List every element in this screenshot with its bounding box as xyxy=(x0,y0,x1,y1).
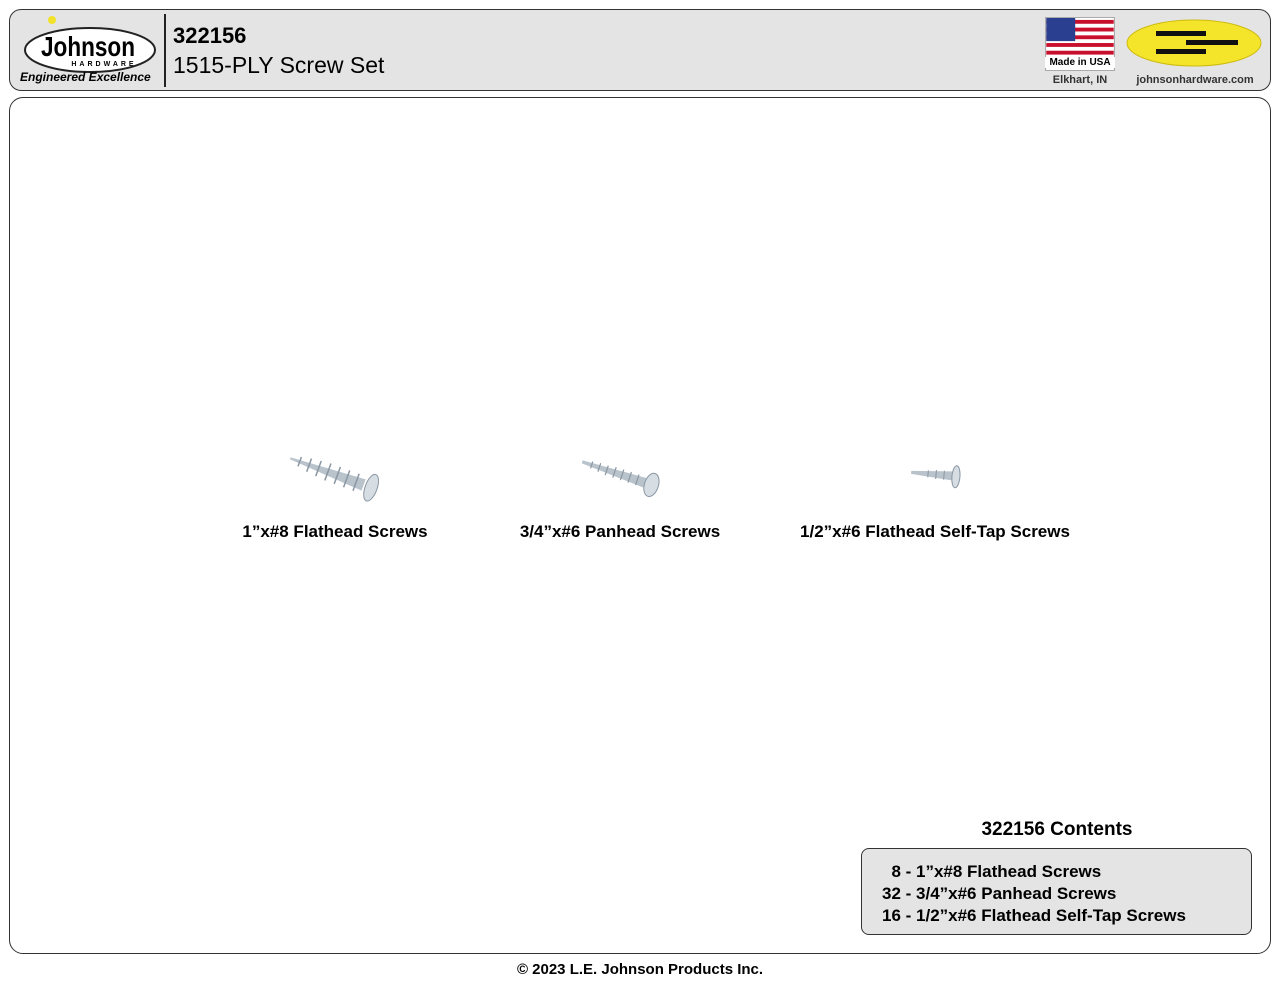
location: Elkhart, IN xyxy=(1052,74,1108,86)
self-tap-screw-image xyxy=(911,465,961,489)
contents-item: 8 - 1”x#8 Flathead Screws xyxy=(882,862,1102,881)
divider xyxy=(164,14,166,87)
product-label: 3/4”x#6 Panhead Screws xyxy=(519,522,721,541)
copyright: © 2023 L.E. Johnson Products Inc. xyxy=(516,961,764,978)
johnson-emblem-logo[interactable] xyxy=(1126,19,1262,67)
johnson-logo: Johnson HARDWARE xyxy=(24,16,156,73)
flathead-screw-image xyxy=(289,456,380,502)
contents-box: 8 - 1”x#8 Flathead Screws 32 - 3/4”x#6 P… xyxy=(861,848,1252,935)
contents-item: 32 - 3/4”x#6 Panhead Screws xyxy=(882,884,1117,903)
header: Johnson HARDWARE Engineered Excellence 3… xyxy=(9,9,1271,91)
product-label: 1/2”x#6 Flathead Self-Tap Screws xyxy=(800,522,1070,541)
part-number: 322156 xyxy=(173,23,247,48)
contents-item: 16 - 1/2”x#6 Flathead Self-Tap Screws xyxy=(882,906,1186,925)
product-title: 1515-PLY Screw Set xyxy=(173,52,385,78)
contents-title: 322156 Contents xyxy=(981,819,1133,840)
svg-text:HARDWARE: HARDWARE xyxy=(71,61,136,68)
svg-text:Johnson: Johnson xyxy=(41,31,135,62)
product-label: 1”x#8 Flathead Screws xyxy=(242,522,428,541)
product-panel xyxy=(9,97,1271,954)
tagline: Engineered Excellence xyxy=(20,70,151,84)
panhead-screw-image xyxy=(581,460,660,498)
made-in-usa: Made in USA xyxy=(1045,57,1115,68)
website-link[interactable]: johnsonhardware.com xyxy=(1136,74,1254,86)
